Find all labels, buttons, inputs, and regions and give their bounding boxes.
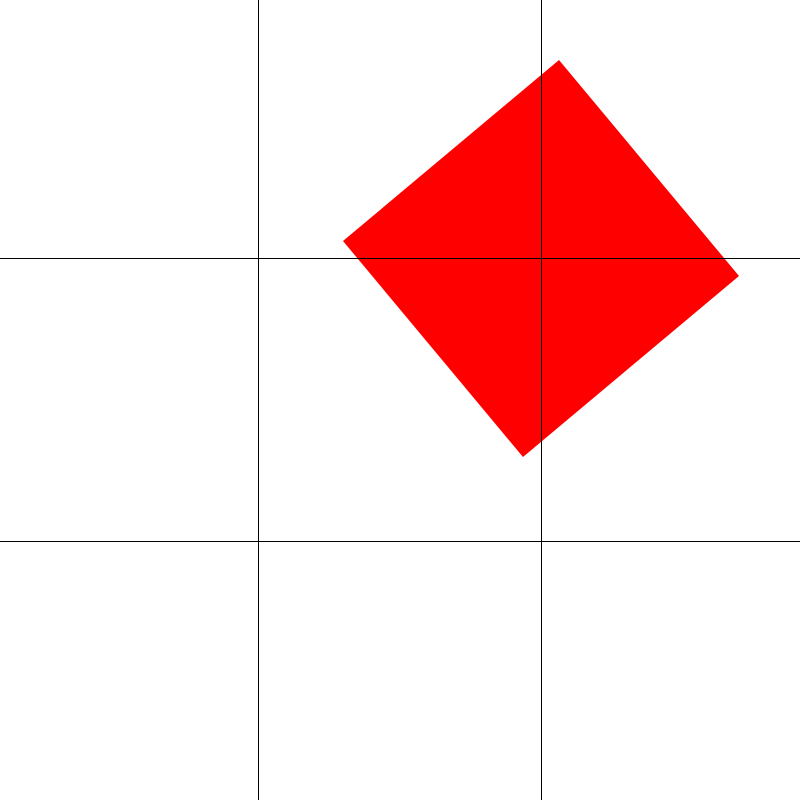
diagram-canvas: [0, 0, 800, 800]
background: [0, 0, 800, 800]
